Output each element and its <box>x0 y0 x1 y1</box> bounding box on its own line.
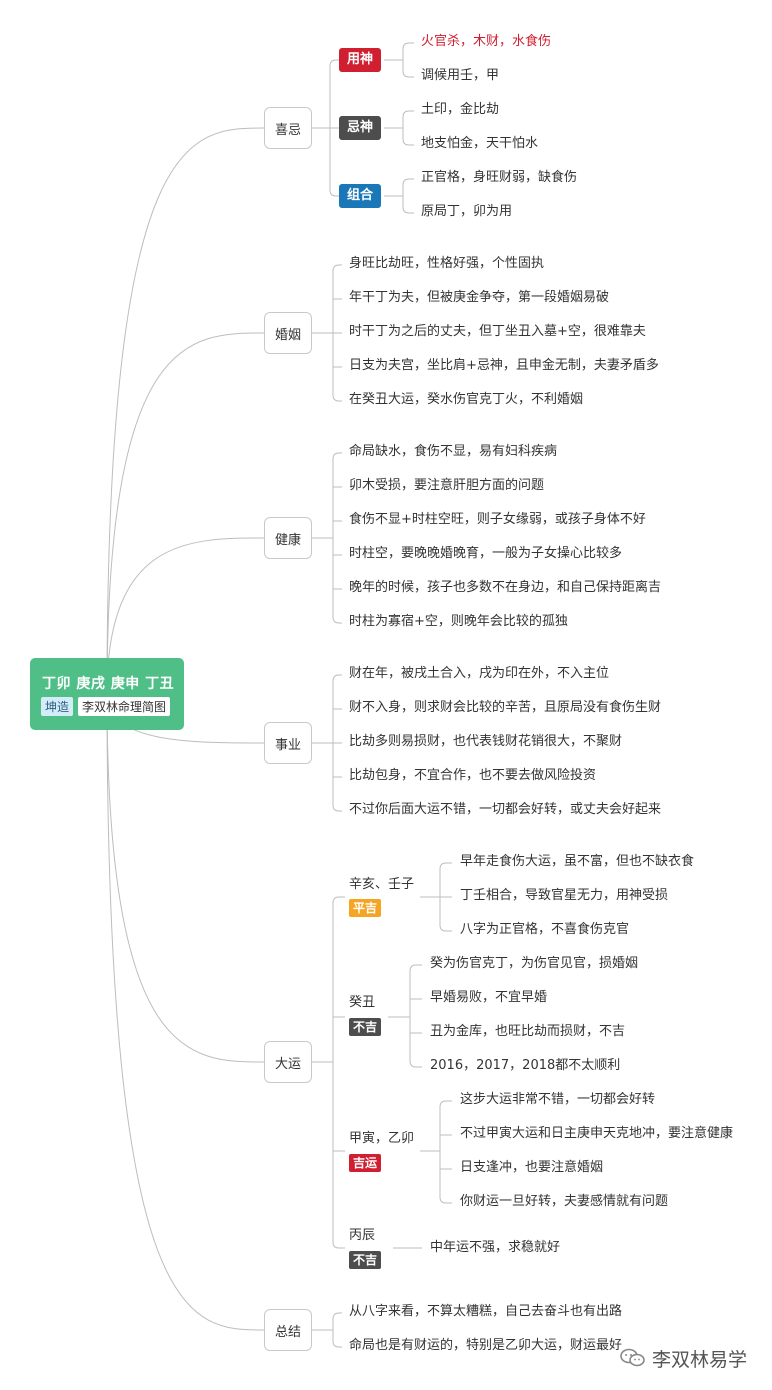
leaf-hunyin-2: 年干丁为夫，但被庚金争夺，第一段婚姻易破 <box>349 290 610 305</box>
connector-hunyin-branch-1 <box>332 264 342 333</box>
leaf-shiye-1: 财在年，被戌土合入，戌为印在外，不入主位 <box>349 666 610 681</box>
leaf-dayun-3-1: 这步大运非常不错，一切都会好转 <box>460 1092 656 1107</box>
connector-dayun-2-branch-4 <box>409 1017 422 1068</box>
leaf-jiankang-4: 时柱空，要晚晚婚晚育，一般为子女操心比较多 <box>349 546 623 561</box>
leaf-jiankang-5: 晚年的时候，孩子也多数不在身边，和自己保持距离吉 <box>349 580 662 595</box>
dayun-group-2-tag: 不吉 <box>349 1018 382 1036</box>
leaf-yongshen-2: 调候用壬，甲 <box>421 68 500 83</box>
dayun-group-2-label: 癸丑 <box>349 995 376 1010</box>
connector-root-jiankang <box>106 537 265 695</box>
leaf-jiankang-2: 卯木受损，要注意肝胆方面的问题 <box>349 478 545 493</box>
badge-jishen[interactable]: 忌神 <box>339 116 382 140</box>
connector-jishen-branch-2 <box>402 128 414 146</box>
leaf-dayun-3-3: 日支逢冲，也要注意婚姻 <box>460 1160 604 1175</box>
connector-shiye-branch-5 <box>332 743 342 812</box>
leaf-jiankang-1: 命局缺水，食伤不显，易有妇科疾病 <box>349 444 558 459</box>
leaf-dayun-2-1: 癸为伤官克丁，为伤官见官，损婚姻 <box>430 956 639 971</box>
topic-hunyin[interactable]: 婚姻 <box>264 312 312 354</box>
topic-dayun[interactable]: 大运 <box>264 1041 312 1083</box>
connector-dayun-branch-4 <box>332 1062 345 1249</box>
topic-shiye[interactable]: 事业 <box>264 722 312 764</box>
leaf-dayun-1-2: 丁壬相合，导致官星无力，用神受损 <box>460 888 669 903</box>
leaf-hunyin-4: 日支为夫宫，坐比肩+忌神，且申金无制，夫妻矛盾多 <box>349 358 659 373</box>
root-tag-gender: 坤造 <box>41 697 74 716</box>
topic-zongjie[interactable]: 总结 <box>264 1309 312 1351</box>
root-tag-author: 李双林命理简图 <box>78 697 171 716</box>
leaf-zuhe-2: 原局丁，卯为用 <box>421 204 513 219</box>
dayun-group-3-tag: 吉运 <box>349 1154 382 1172</box>
leaf-jishen-1: 土印，金比劫 <box>421 102 500 117</box>
connector-dayun-3-branch-4 <box>439 1151 452 1204</box>
leaf-jiankang-6: 时柱为寡宿+空，则晚年会比较的孤独 <box>349 614 568 629</box>
leaf-hunyin-3: 时干丁为之后的丈夫，但丁坐丑入墓+空，很难靠夫 <box>349 324 646 339</box>
dayun-group-1-label: 辛亥、壬子 <box>349 877 415 892</box>
leaf-dayun-4-1: 中年运不强，求稳就好 <box>430 1240 561 1255</box>
dayun-group-1-tag: 平吉 <box>349 899 382 917</box>
connector-yongshen-branch-1 <box>402 42 414 60</box>
connector-dayun-1-branch-3 <box>439 897 452 932</box>
leaf-dayun-2-3: 丑为金库，也旺比劫而损财，不吉 <box>430 1024 626 1039</box>
topic-jiankang[interactable]: 健康 <box>264 517 312 559</box>
dayun-group-4-tag: 不吉 <box>349 1251 382 1269</box>
connector-shiye-branch-1 <box>332 674 342 743</box>
connector-dayun-branch-1 <box>332 896 345 1062</box>
wechat-icon <box>620 1348 646 1368</box>
connector-jiankang-branch-6 <box>332 538 342 624</box>
watermark: 李双林易学 <box>620 1344 747 1372</box>
connector-yongshen-branch-2 <box>402 60 414 78</box>
leaf-shiye-2: 财不入身，则求财会比较的辛苦，且原局没有食伤生财 <box>349 700 662 715</box>
leaf-dayun-1-3: 八字为正官格，不喜食伤克官 <box>460 922 630 937</box>
watermark-text: 李双林易学 <box>652 1348 748 1371</box>
leaf-hunyin-1: 身旺比劫旺，性格好强，个性固执 <box>349 256 545 271</box>
dayun-group-4-label: 丙辰 <box>349 1228 376 1243</box>
connector-root-zongjie <box>106 693 265 1331</box>
leaf-dayun-3-4: 你财运一旦好转，夫妻感情就有问题 <box>460 1194 669 1209</box>
connector-jiankang-branch-1 <box>332 452 342 538</box>
leaf-zongjie-2: 命局也是有财运的，特别是乙卯大运，财运最好 <box>349 1338 623 1353</box>
connector-root-xiji <box>106 127 265 695</box>
connector-hunyin-branch-5 <box>332 333 342 402</box>
badge-yongshen[interactable]: 用神 <box>339 48 382 72</box>
leaf-shiye-4: 比劫包身，不宜合作，也不要去做风险投资 <box>349 768 597 783</box>
badge-zuhe[interactable]: 组合 <box>339 184 382 208</box>
connector-xiji-branch-1 <box>329 59 339 128</box>
leaf-dayun-1-1: 早年走食伤大运，虽不富，但也不缺衣食 <box>460 854 695 869</box>
leaf-dayun-2-4: 2016，2017，2018都不太顺利 <box>430 1058 621 1073</box>
connector-root-hunyin <box>106 332 265 695</box>
connector-dayun-3-branch-1 <box>439 1100 452 1151</box>
connector-dayun-2-branch-1 <box>409 964 422 1017</box>
leaf-hunyin-5: 在癸丑大运，癸水伤官克丁火，不利婚姻 <box>349 392 584 407</box>
connector-zuhe-branch-1 <box>402 178 414 196</box>
leaf-yongshen-1: 火官杀，木财，水食伤 <box>421 34 552 49</box>
leaf-dayun-3-2: 不过甲寅大运和日主庚申天克地冲，要注意健康 <box>460 1126 734 1141</box>
leaf-shiye-3: 比劫多则易损财，也代表钱财花销很大，不聚财 <box>349 734 623 749</box>
leaf-zongjie-1: 从八字来看，不算太糟糕，自己去奋斗也有出路 <box>349 1304 623 1319</box>
leaf-zuhe-1: 正官格，身旺财弱，缺食伤 <box>421 170 578 185</box>
connector-dayun-1-branch-1 <box>439 862 452 897</box>
topic-xiji[interactable]: 喜忌 <box>264 107 312 149</box>
connector-xiji-branch-3 <box>329 128 339 197</box>
connector-zongjie-branch-2 <box>332 1330 342 1348</box>
connector-zongjie-branch-1 <box>332 1312 342 1330</box>
leaf-shiye-5: 不过你后面大运不错，一切都会好转，或丈夫会好起来 <box>349 802 662 817</box>
root-title: 丁卯 庚戌 庚申 丁丑 <box>42 676 175 692</box>
connector-zuhe-branch-2 <box>402 196 414 214</box>
root-node[interactable]: 丁卯 庚戌 庚申 丁丑 坤造 李双林命理简图 <box>30 658 184 730</box>
leaf-jishen-2: 地支怕金，天干怕水 <box>421 136 539 151</box>
dayun-group-3-label: 甲寅，乙卯 <box>349 1131 415 1146</box>
connector-root-dayun <box>106 693 265 1063</box>
leaf-dayun-2-2: 早婚易败，不宜早婚 <box>430 990 548 1005</box>
leaf-jiankang-3: 食伤不显+时柱空旺，则子女缘弱，或孩子身体不好 <box>349 512 646 527</box>
connector-jishen-branch-1 <box>402 110 414 128</box>
